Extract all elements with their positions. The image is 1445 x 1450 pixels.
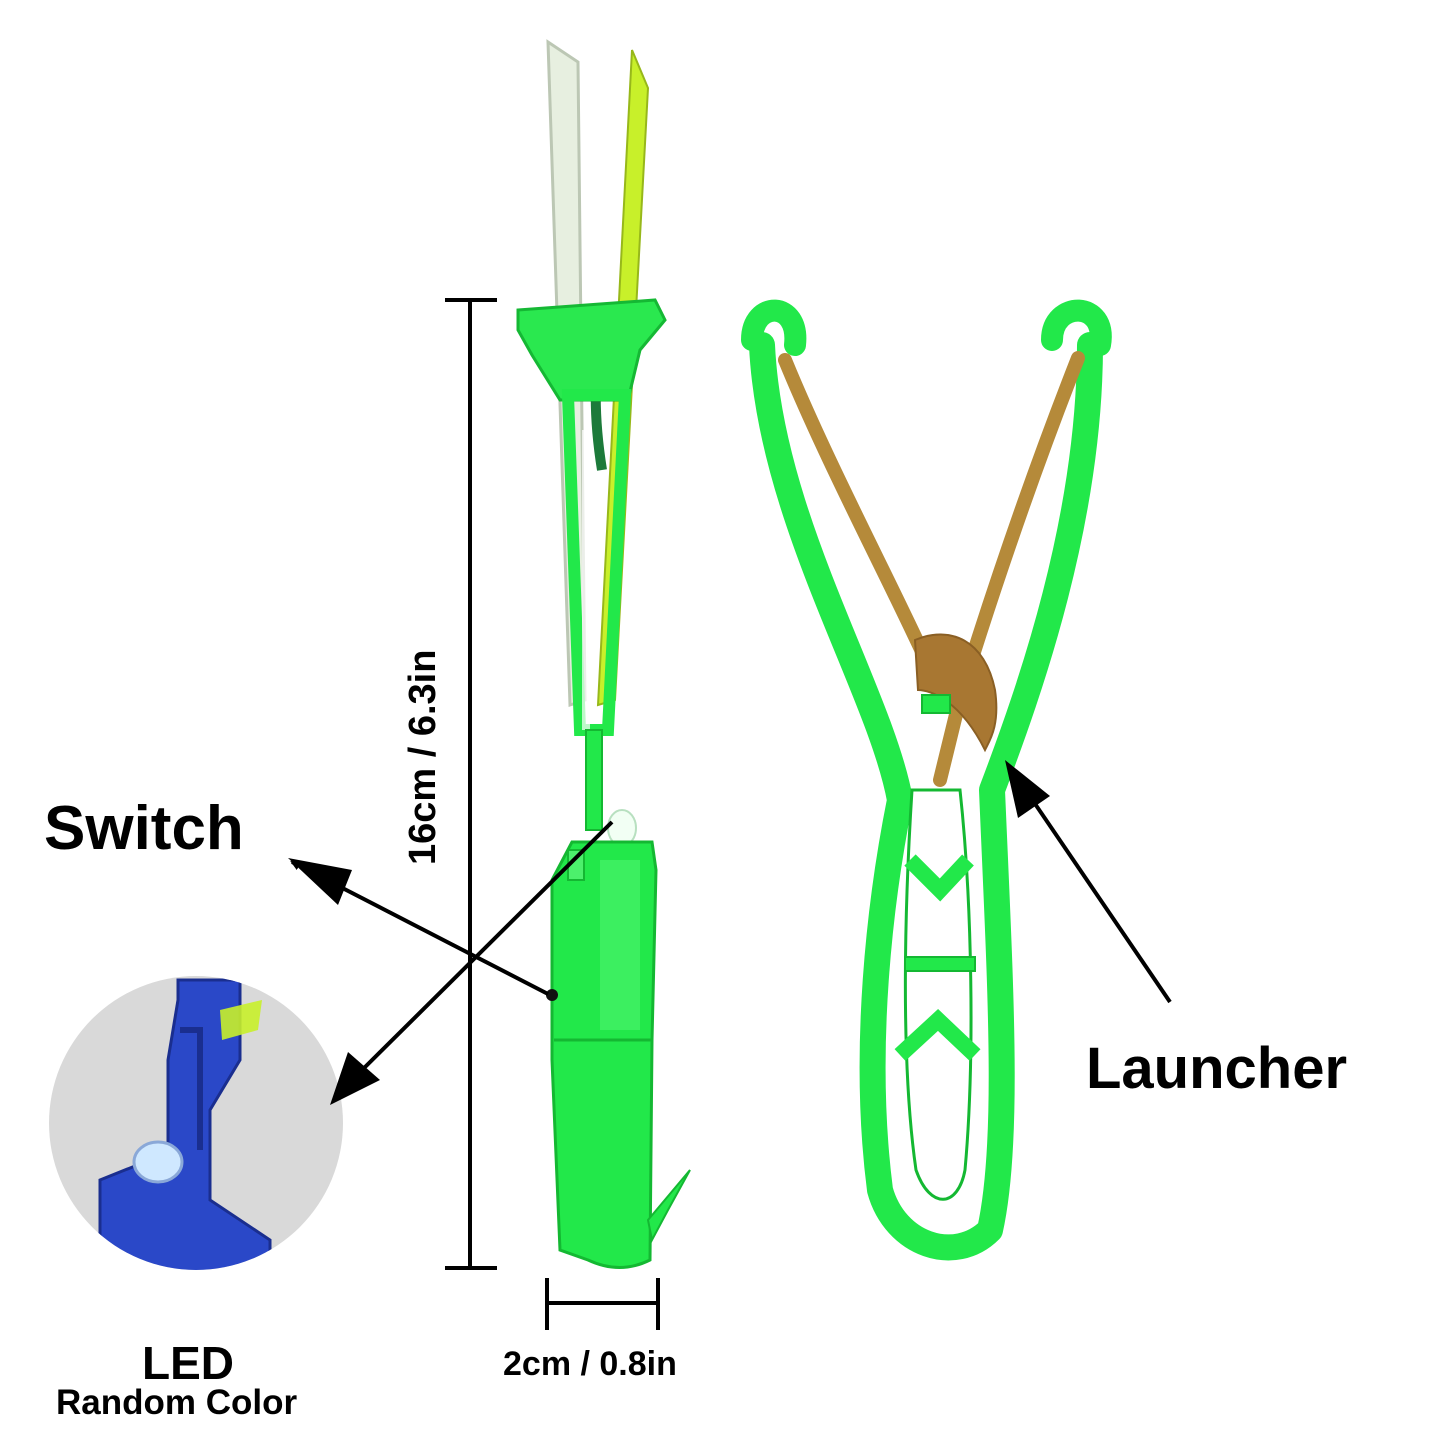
height-dimension-label: 16cm / 6.3in (402, 649, 444, 865)
width-dimension (545, 1278, 660, 1330)
led-label: LED (142, 1337, 234, 1389)
height-dimension (445, 298, 497, 1270)
launcher-frame (749, 332, 1103, 1261)
switch-label: Switch (44, 794, 244, 863)
width-dimension-label: 2cm / 0.8in (503, 1345, 677, 1383)
launcher-label: Launcher (1086, 1036, 1348, 1101)
launcher-arrow (1010, 768, 1172, 1004)
switch-dot (546, 989, 558, 1001)
led-arrow (350, 820, 614, 1082)
wing-top (516, 298, 667, 402)
led-color-label: Random Color (56, 1383, 298, 1422)
led-inset (49, 976, 343, 1270)
launcher-toy (741, 299, 1112, 1261)
helicopter-toy (516, 39, 691, 1269)
